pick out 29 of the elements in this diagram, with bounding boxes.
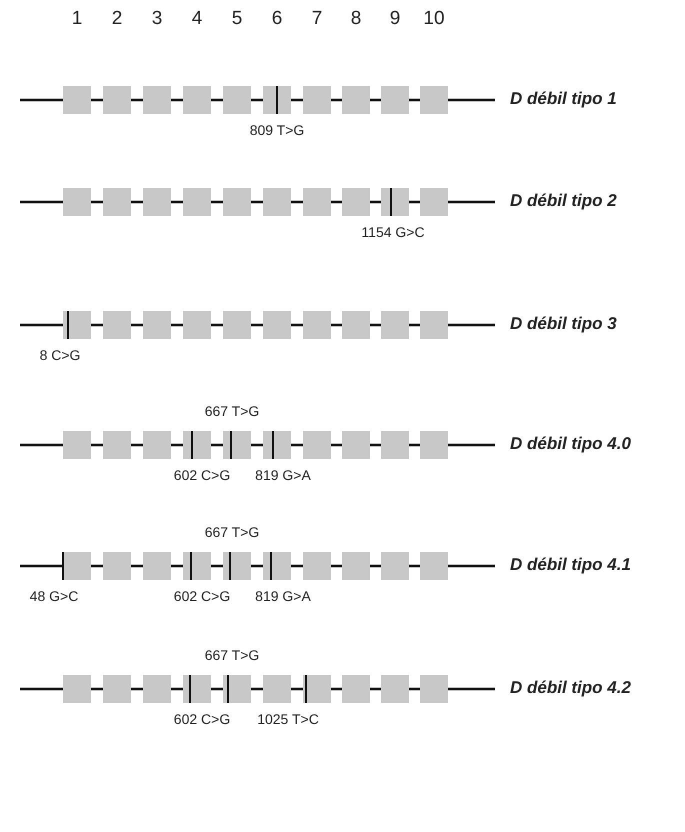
- exon-number: 9: [390, 8, 400, 30]
- mutation-label: 667 T>G: [204, 647, 260, 663]
- variant-name: D débil tipo 1: [510, 89, 617, 109]
- mutation-label: 602 C>G: [174, 588, 230, 604]
- mutation-label: 667 T>G: [204, 403, 260, 419]
- exon-number: 4: [192, 8, 202, 30]
- exon-number: 6: [272, 8, 282, 30]
- exon-number: 2: [112, 8, 122, 30]
- exon-number: 1: [72, 8, 82, 30]
- mutation-label: 819 G>A: [255, 467, 311, 483]
- mutation-label: 1154 G>C: [361, 224, 425, 240]
- variant-name: D débil tipo 4.1: [510, 555, 631, 575]
- exon-number: 3: [152, 8, 162, 30]
- mutation-label: 819 G>A: [255, 588, 311, 604]
- variant-name: D débil tipo 4.2: [510, 678, 631, 698]
- exon-number: 10: [423, 8, 445, 30]
- variant-name: D débil tipo 3: [510, 314, 617, 334]
- mutation-label: 1025 T>C: [257, 711, 319, 727]
- variant-name: D débil tipo 4.0: [510, 434, 631, 454]
- variant-name: D débil tipo 2: [510, 191, 617, 211]
- mutation-label: 809 T>G: [250, 122, 304, 138]
- exon-number: 5: [232, 8, 242, 30]
- mutation-label: 602 C>G: [174, 711, 230, 727]
- mutation-label: 8 C>G: [40, 347, 80, 363]
- mutation-label: 48 G>C: [30, 588, 78, 604]
- mutation-label: 667 T>G: [204, 524, 260, 540]
- exon-number: 7: [312, 8, 322, 30]
- mutation-label: 602 C>G: [174, 467, 230, 483]
- exon-number: 8: [350, 8, 362, 30]
